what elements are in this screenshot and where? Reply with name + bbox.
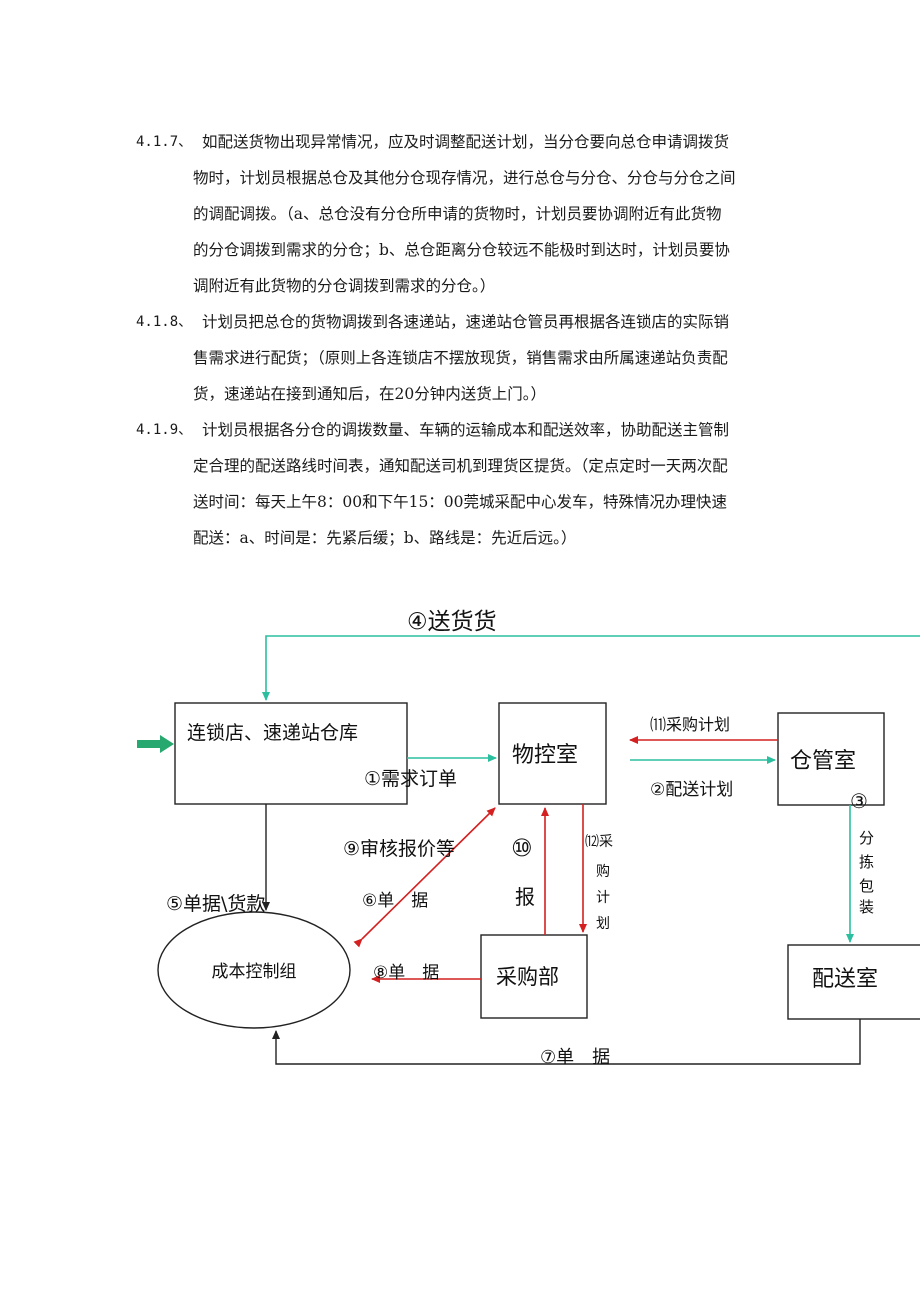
purchasing-label: 采购部	[496, 965, 559, 989]
label-sort-pack-2: 拣	[859, 853, 874, 871]
label-delivery-plan: ②配送计划	[650, 780, 733, 800]
label-sort-pack-4: 装	[859, 898, 874, 916]
incoming-arrow-icon	[137, 735, 174, 753]
delivery-room-label: 配送室	[812, 967, 878, 992]
label-purchase-plan-down-2: 计	[596, 890, 610, 906]
warehouse-mgmt-label: 仓管室	[790, 749, 856, 774]
paragraph-line: 的分仓调拨到需求的分仓；b、总仓距离分仓较远不能极时到达时，计划员要协	[193, 241, 730, 259]
control-room-label: 物控室	[512, 743, 578, 768]
warehouse-mgmt-box	[777, 712, 885, 806]
docs-7-arrow	[272, 1019, 861, 1065]
delivery-route-arrow	[262, 635, 920, 701]
label-review-quote: ⑨审核报价等	[343, 838, 455, 860]
paragraph-line: 定合理的配送路线时间表，通知配送司机到理货区提货。（定点定时一天两次配	[193, 457, 728, 475]
label-docs-7: ⑦单 据	[540, 1047, 610, 1068]
label-purchase-plan: ⑾采购计划	[650, 715, 730, 734]
label-sort-pack-1: 分	[859, 829, 874, 847]
paragraph-line: 如配送货物出现异常情况，应及时调整配送计划，当分仓要向总仓申请调拨货	[202, 133, 730, 151]
paragraph-line: 计划员根据各分仓的调拨数量、车辆的运输成本和配送效率，协助配送主管制	[202, 421, 730, 439]
label-purchase-plan-down: ⑿采	[585, 834, 613, 850]
store-warehouse-label: 连锁店、速递站仓库	[187, 722, 358, 744]
flow-diagram: ④送货货 连锁店、速递站仓库 物控室 仓管室 采购部 配送室 成本控制组 ①需求…	[137, 609, 920, 1068]
review-quote-arrow	[353, 807, 496, 948]
label-docs-6: ⑥单 据	[362, 891, 428, 911]
store-warehouse-box	[174, 702, 408, 805]
paragraph-number: 4.1.9、	[136, 422, 193, 438]
cost-control-ellipse	[157, 911, 351, 1029]
label-docs-8: ⑧单 据	[373, 963, 439, 983]
control-room-box	[498, 702, 607, 805]
label-report: 报	[515, 885, 535, 909]
paragraph-number: 4.1.7、	[136, 134, 193, 150]
paragraph-number: 4.1.8、	[136, 314, 193, 330]
paragraph-line: 物时，计划员根据总仓及其他分仓现存情况，进行总仓与分仓、分仓与分仓之间	[193, 169, 736, 187]
label-delivery-goods: ④送货货	[407, 609, 497, 635]
paragraph-line: 调附近有此货物的分仓调拨到需求的分仓。）	[193, 277, 496, 295]
label-sort-pack-num: ③	[850, 789, 868, 813]
paragraph-line: 计划员把总仓的货物调拨到各速递站，速递站仓管员再根据各连锁店的实际销	[202, 313, 730, 331]
label-sort-pack-3: 包	[859, 877, 874, 895]
paragraph-line: 货，速递站在接到通知后，在20分钟内送货上门。）	[193, 385, 546, 403]
purchasing-box	[480, 934, 588, 1019]
paragraph-line: 的调配调拨。（a、总仓没有分仓所申请的货物时，计划员要协调附近有此货物	[193, 205, 722, 223]
label-purchase-plan-down-1: 购	[596, 864, 610, 880]
label-demand-order: ①需求订单	[364, 768, 457, 790]
paragraph-line: 售需求进行配货；（原则上各连锁店不摆放现货，销售需求由所属速递站负责配	[193, 349, 728, 367]
cost-control-label: 成本控制组	[212, 962, 297, 982]
label-report-num: ⑩	[511, 834, 533, 862]
paragraph-line: 送时间：每天上午8：00和下午15：00莞城采配中心发车，特殊情况办理快速	[193, 493, 728, 511]
paragraph-line: 配送：a、时间是：先紧后缓；b、路线是：先近后远。）	[193, 529, 577, 547]
label-purchase-plan-down-3: 划	[596, 916, 610, 932]
delivery-room-box	[787, 944, 920, 1020]
label-docs-payment: ⑤单据\货款	[166, 893, 265, 915]
